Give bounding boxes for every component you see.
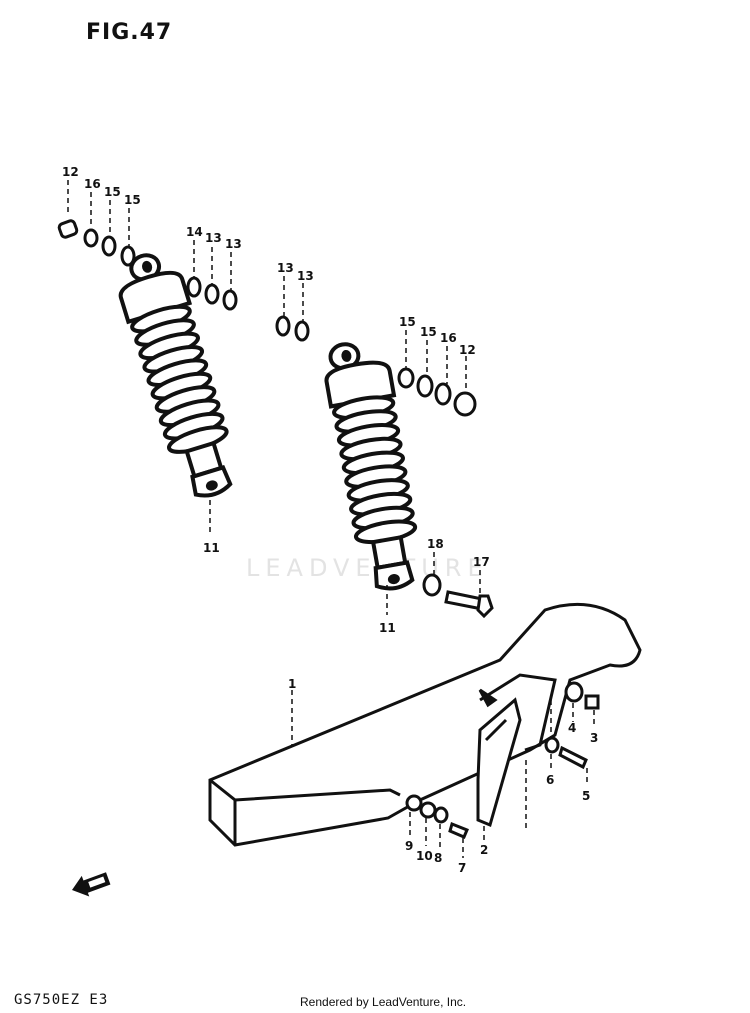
callout-14: 14: [186, 225, 203, 239]
callout-15: 15: [399, 315, 416, 329]
chain-case-hardware: [405, 681, 600, 839]
callout-17: 17: [473, 555, 490, 569]
front-arrow-icon: [72, 872, 111, 897]
callout-8: 8: [434, 851, 442, 865]
model-code: GS750EZ E3: [14, 992, 109, 1008]
left-shock-absorber: [118, 253, 233, 498]
callout-12: 12: [459, 343, 476, 357]
callout-18: 18: [427, 537, 444, 551]
callout-16: 16: [84, 177, 101, 191]
callout-2: 2: [480, 843, 488, 857]
callout-9: 9: [405, 839, 413, 853]
callout-1: 1: [288, 677, 296, 691]
watermark: LEADVENTURE: [246, 554, 489, 582]
callout-13: 13: [277, 261, 294, 275]
callout-labels: 12 16 15 15 14 13 13 13 13 15 15 16 12 1…: [62, 165, 598, 875]
callout-13: 13: [297, 269, 314, 283]
callout-10: 10: [416, 849, 433, 863]
figure-title: FIG.47: [86, 20, 173, 45]
callout-13: 13: [225, 237, 242, 251]
left-top-hardware: [57, 219, 310, 342]
callout-3: 3: [590, 731, 598, 745]
bolt-17: [444, 590, 494, 619]
right-shock-absorber: [324, 342, 419, 591]
callout-5: 5: [582, 789, 590, 803]
callout-12: 12: [62, 165, 79, 179]
chain-case: [208, 602, 642, 847]
callout-11: 11: [379, 621, 396, 635]
callout-4: 4: [568, 721, 576, 735]
right-top-hardware: [397, 367, 477, 597]
credit-text: Rendered by LeadVenture, Inc.: [300, 995, 467, 1009]
callout-15: 15: [124, 193, 141, 207]
callout-15: 15: [420, 325, 437, 339]
callout-15: 15: [104, 185, 121, 199]
callout-6: 6: [546, 773, 554, 787]
callout-7: 7: [458, 861, 466, 875]
callout-11: 11: [203, 541, 220, 555]
leader-lines: [67, 180, 595, 858]
callout-16: 16: [440, 331, 457, 345]
callout-13: 13: [205, 231, 222, 245]
